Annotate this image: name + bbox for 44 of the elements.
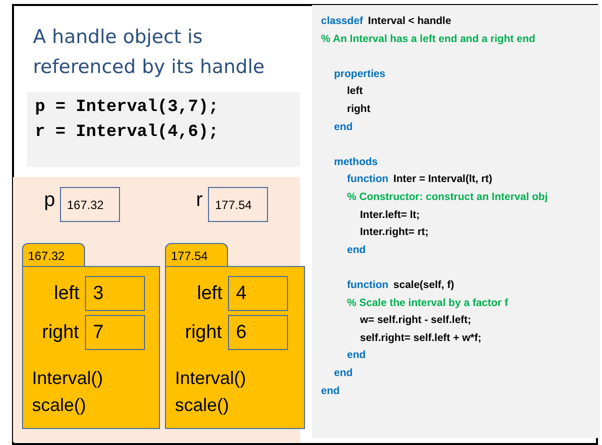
code-keyword: methods [334,156,378,168]
method-name: scale() [32,395,86,416]
property-name: right [185,322,222,344]
code-line: r = Interval(4,6); [35,123,219,142]
method-name: Interval() [175,368,246,389]
code-keyword: end [334,367,353,379]
handle-value: 177.54 [208,187,268,222]
code-text: Inter = Interval(lt, rt) [393,173,492,186]
code-text: w= self.right - self.left; [360,314,472,326]
code-keyword: properties [334,68,386,80]
code-keyword: classdef [321,15,364,27]
method-name: scale() [175,395,230,416]
variable-name: p [44,189,56,212]
property-name: left [54,282,80,304]
object-tab: 177.54 [165,243,228,267]
code-text: Inter.right= rt; [360,226,429,238]
handle-value: 167.32 [60,187,120,222]
code-comment: % An Interval has a left end and a right end [321,32,536,45]
code-keyword: end [347,244,366,256]
property-value: 6 [228,315,288,350]
slide-title: A handle object is referenced by its handle [33,25,266,80]
code-comment: % Scale the interval by a factor f [347,296,508,309]
property-value: 3 [85,276,145,311]
object-tab: 167.32 [22,243,85,267]
property-value: 4 [228,276,288,311]
variable-name: r [196,189,203,212]
code-keyword: end [321,384,340,397]
code-text: scale(self, f) [393,279,454,291]
code-keyword: end [334,120,353,133]
code-text: right [347,103,370,115]
code-panel [312,5,600,438]
code-text: self.right= self.left + w*f; [360,332,482,344]
property-name: left [197,282,222,304]
method-name: Interval() [32,368,104,389]
code-keyword: function [347,173,388,186]
code-line: p = Interval(3,7); [35,98,219,117]
code-keyword: end [347,349,366,362]
code-comment: % Constructor: construct an Interval obj [347,191,548,203]
property-name: right [42,322,79,344]
code-text: Inter.left= lt; [360,208,420,221]
code-text: left [347,85,363,98]
code-text: Interval < handle [368,15,452,27]
code-keyword: function [347,279,388,291]
property-value: 7 [85,315,145,350]
